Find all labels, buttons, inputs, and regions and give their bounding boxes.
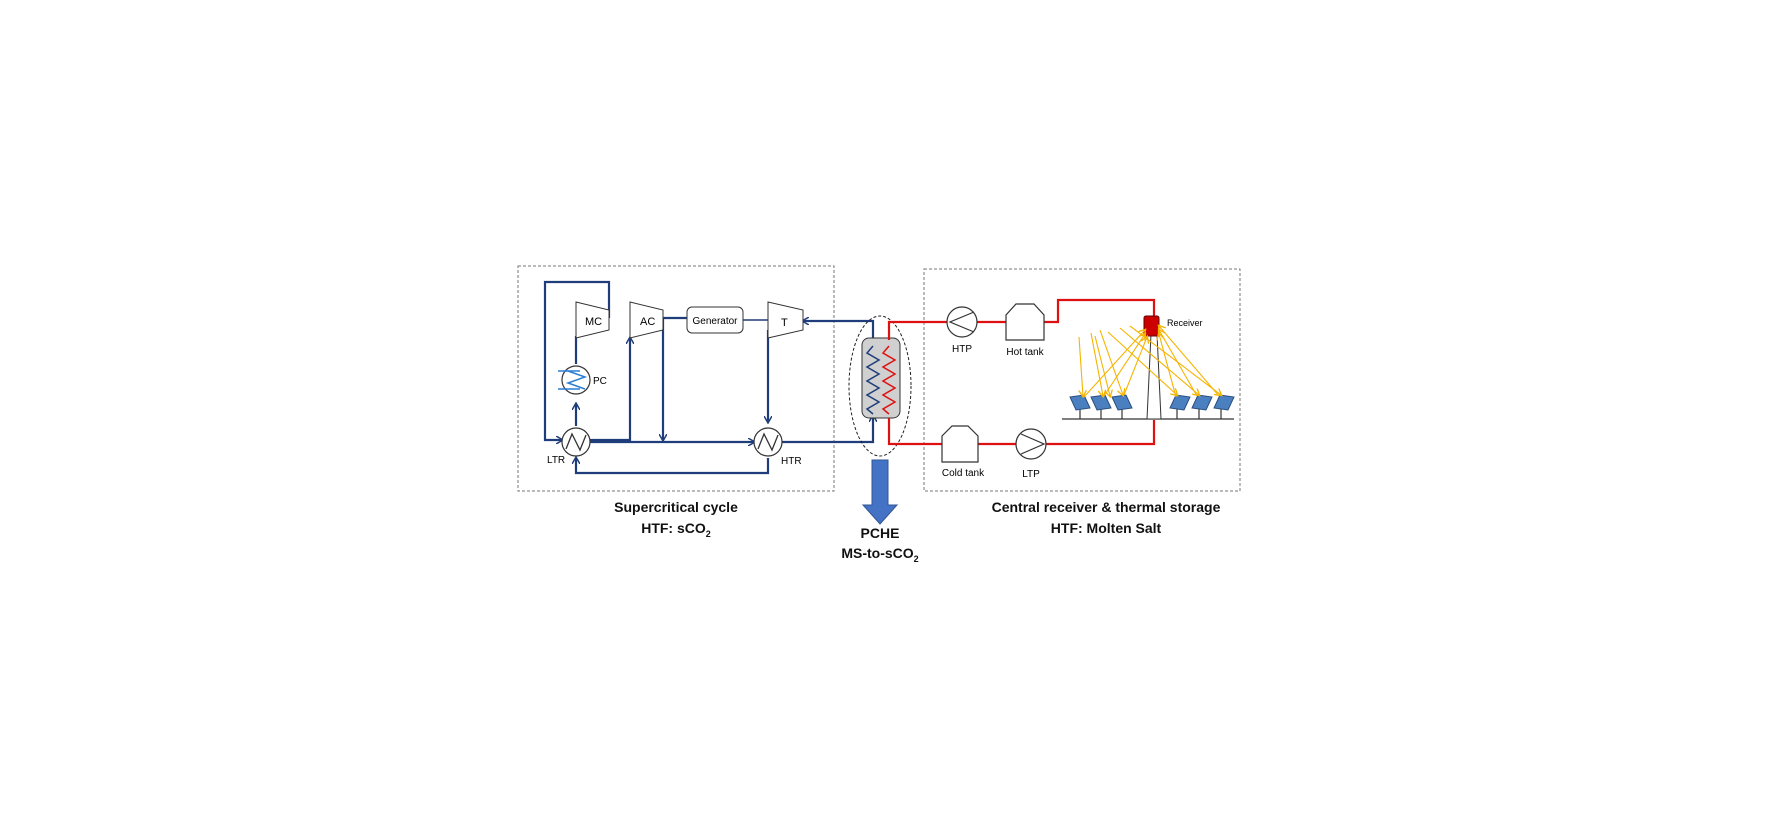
auxiliary-compressor: AC [629, 301, 664, 339]
right-caption-title: Central receiver & thermal storage [992, 499, 1221, 515]
compressor-icon [629, 301, 664, 339]
heliostat-icon [1069, 394, 1091, 419]
solar-field: Receiver [1062, 315, 1235, 420]
generator: Generator [686, 306, 744, 334]
pc-label: PC [593, 376, 607, 387]
receiver-label: Receiver [1167, 318, 1203, 328]
sun-rays [1078, 326, 1221, 397]
hot-tank-pump: HTP [946, 306, 978, 355]
ltp-label: LTP [1022, 469, 1040, 480]
left-caption-htf: HTF: sCO2 [641, 520, 711, 539]
molten-salt-piping [887, 298, 1156, 446]
hot-tank: Hot tank [1005, 303, 1045, 358]
tower [1146, 333, 1162, 420]
compressor-icon [575, 301, 610, 339]
htr-label: HTR [781, 456, 802, 467]
heliostat-icon [1111, 394, 1133, 419]
pump-icon [1015, 428, 1047, 460]
heliostat-icon [1213, 394, 1235, 419]
tank-icon [941, 425, 979, 463]
tank-icon [1005, 303, 1045, 341]
low-temp-pump: LTP [1015, 428, 1047, 480]
ltr-label: LTR [547, 455, 565, 466]
central-receiver-box [923, 268, 1241, 492]
left-htf-text: HTF: sCO [641, 520, 706, 536]
receiver-icon [1143, 315, 1160, 337]
pche-caption-title: PCHE [861, 525, 900, 541]
pche-line-subscript: 2 [914, 554, 919, 564]
pche-boundary [848, 315, 912, 457]
heliostat-icon [1090, 394, 1112, 419]
sco2-piping [543, 280, 873, 475]
pche-heat-exchanger [848, 315, 912, 457]
cold-tank: Cold tank [941, 425, 985, 479]
turbine-label: T [781, 317, 788, 329]
htp-label: HTP [952, 344, 972, 355]
generator-label: Generator [692, 316, 738, 327]
high-temp-recuperator: HTR [753, 427, 802, 467]
heliostats [1069, 394, 1235, 419]
supercritical-cycle-box [517, 265, 835, 492]
hot-tank-label: Hot tank [1006, 347, 1044, 358]
precooler: PC [558, 365, 607, 395]
turbine-icon [767, 301, 804, 339]
pche-caption-line: MS-to-sCO2 [841, 545, 918, 564]
heliostat-icon [1169, 394, 1191, 419]
right-caption-htf: HTF: Molten Salt [1051, 520, 1162, 536]
mc-label: MC [585, 316, 602, 328]
cold-tank-label: Cold tank [942, 468, 985, 479]
turbine: T [767, 301, 804, 339]
left-htf-subscript: 2 [706, 529, 711, 539]
low-temp-recuperator: LTR [547, 427, 591, 466]
down-arrow-icon [861, 459, 899, 525]
ac-label: AC [640, 316, 655, 328]
main-compressor: MC [575, 301, 610, 339]
left-caption-title: Supercritical cycle [614, 499, 738, 515]
heliostat-icon [1191, 394, 1213, 419]
pche-line-text: MS-to-sCO [841, 545, 913, 561]
